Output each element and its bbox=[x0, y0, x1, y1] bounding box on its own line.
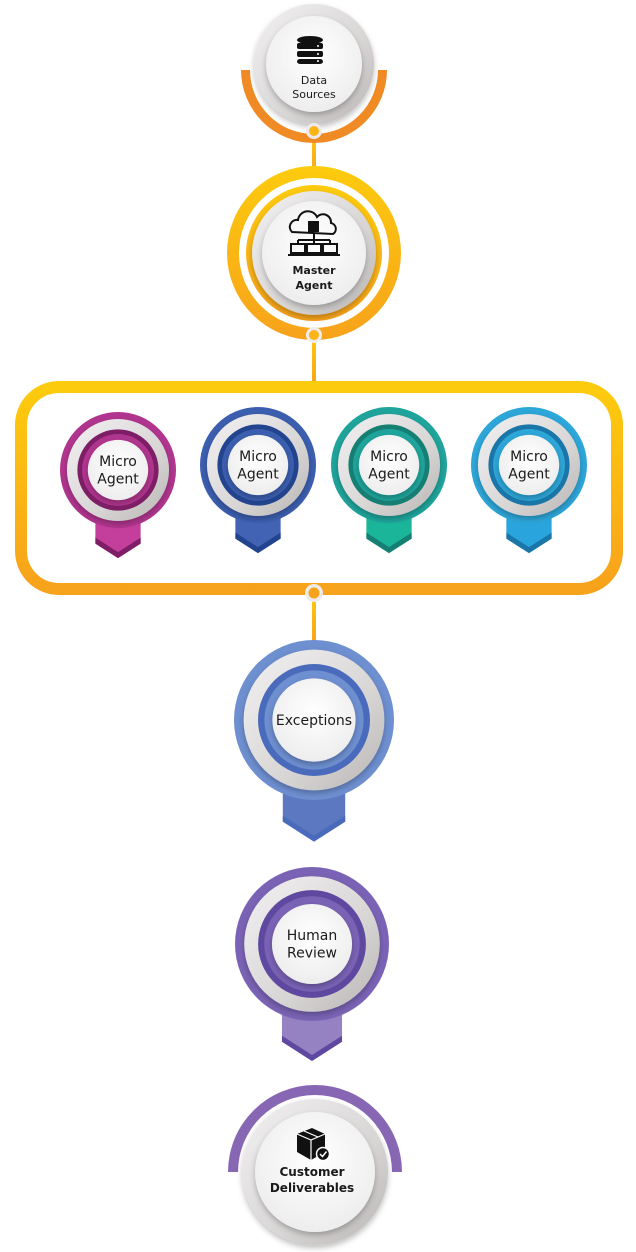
node-label-line1: Master bbox=[292, 264, 336, 277]
node-label-line1: Data bbox=[301, 74, 327, 87]
node-label-line1: Micro bbox=[239, 449, 277, 465]
node-data-sources[interactable]: Data Sources bbox=[241, 4, 387, 143]
node-label-line1: Human bbox=[287, 928, 338, 944]
connector-line bbox=[312, 594, 316, 644]
node-label-line2: Review bbox=[287, 946, 337, 962]
node-label-line2: Agent bbox=[97, 472, 139, 488]
node-label-line1: Customer bbox=[279, 1165, 344, 1179]
tab-shade bbox=[281, 1035, 343, 1062]
cloud-network-icon bbox=[288, 210, 340, 256]
accent-arc bbox=[241, 70, 387, 143]
node-label-line2: Agent bbox=[368, 467, 410, 483]
node-label-line2: Deliverables bbox=[270, 1181, 354, 1195]
node-label-line2: Sources bbox=[292, 88, 336, 101]
node-exceptions[interactable]: Exceptions bbox=[234, 640, 394, 842]
connector-line bbox=[312, 335, 316, 387]
connectors bbox=[312, 132, 316, 644]
connector-dot bbox=[305, 584, 323, 602]
database-icon bbox=[297, 36, 323, 64]
connector-line bbox=[312, 132, 316, 178]
node-master-agent[interactable]: Master Agent bbox=[227, 166, 401, 343]
tab-shade bbox=[506, 532, 552, 554]
accent-arc bbox=[228, 1085, 402, 1172]
tab-shade bbox=[366, 532, 412, 554]
node-label-line2: Agent bbox=[237, 467, 279, 483]
tab-shade bbox=[235, 532, 281, 554]
node-label-line1: Micro bbox=[510, 449, 548, 465]
tab-shade bbox=[95, 537, 141, 559]
node-label-line1: Exceptions bbox=[276, 713, 352, 729]
tab-shade bbox=[282, 815, 346, 842]
node-label-line2: Agent bbox=[296, 279, 333, 292]
node-label-line1: Micro bbox=[99, 454, 137, 470]
node-label-line2: Agent bbox=[508, 467, 550, 483]
package-check-icon bbox=[296, 1128, 331, 1162]
node-customer-deliverables[interactable]: Customer Deliverables bbox=[228, 1085, 402, 1245]
node-label-line1: Micro bbox=[370, 449, 408, 465]
